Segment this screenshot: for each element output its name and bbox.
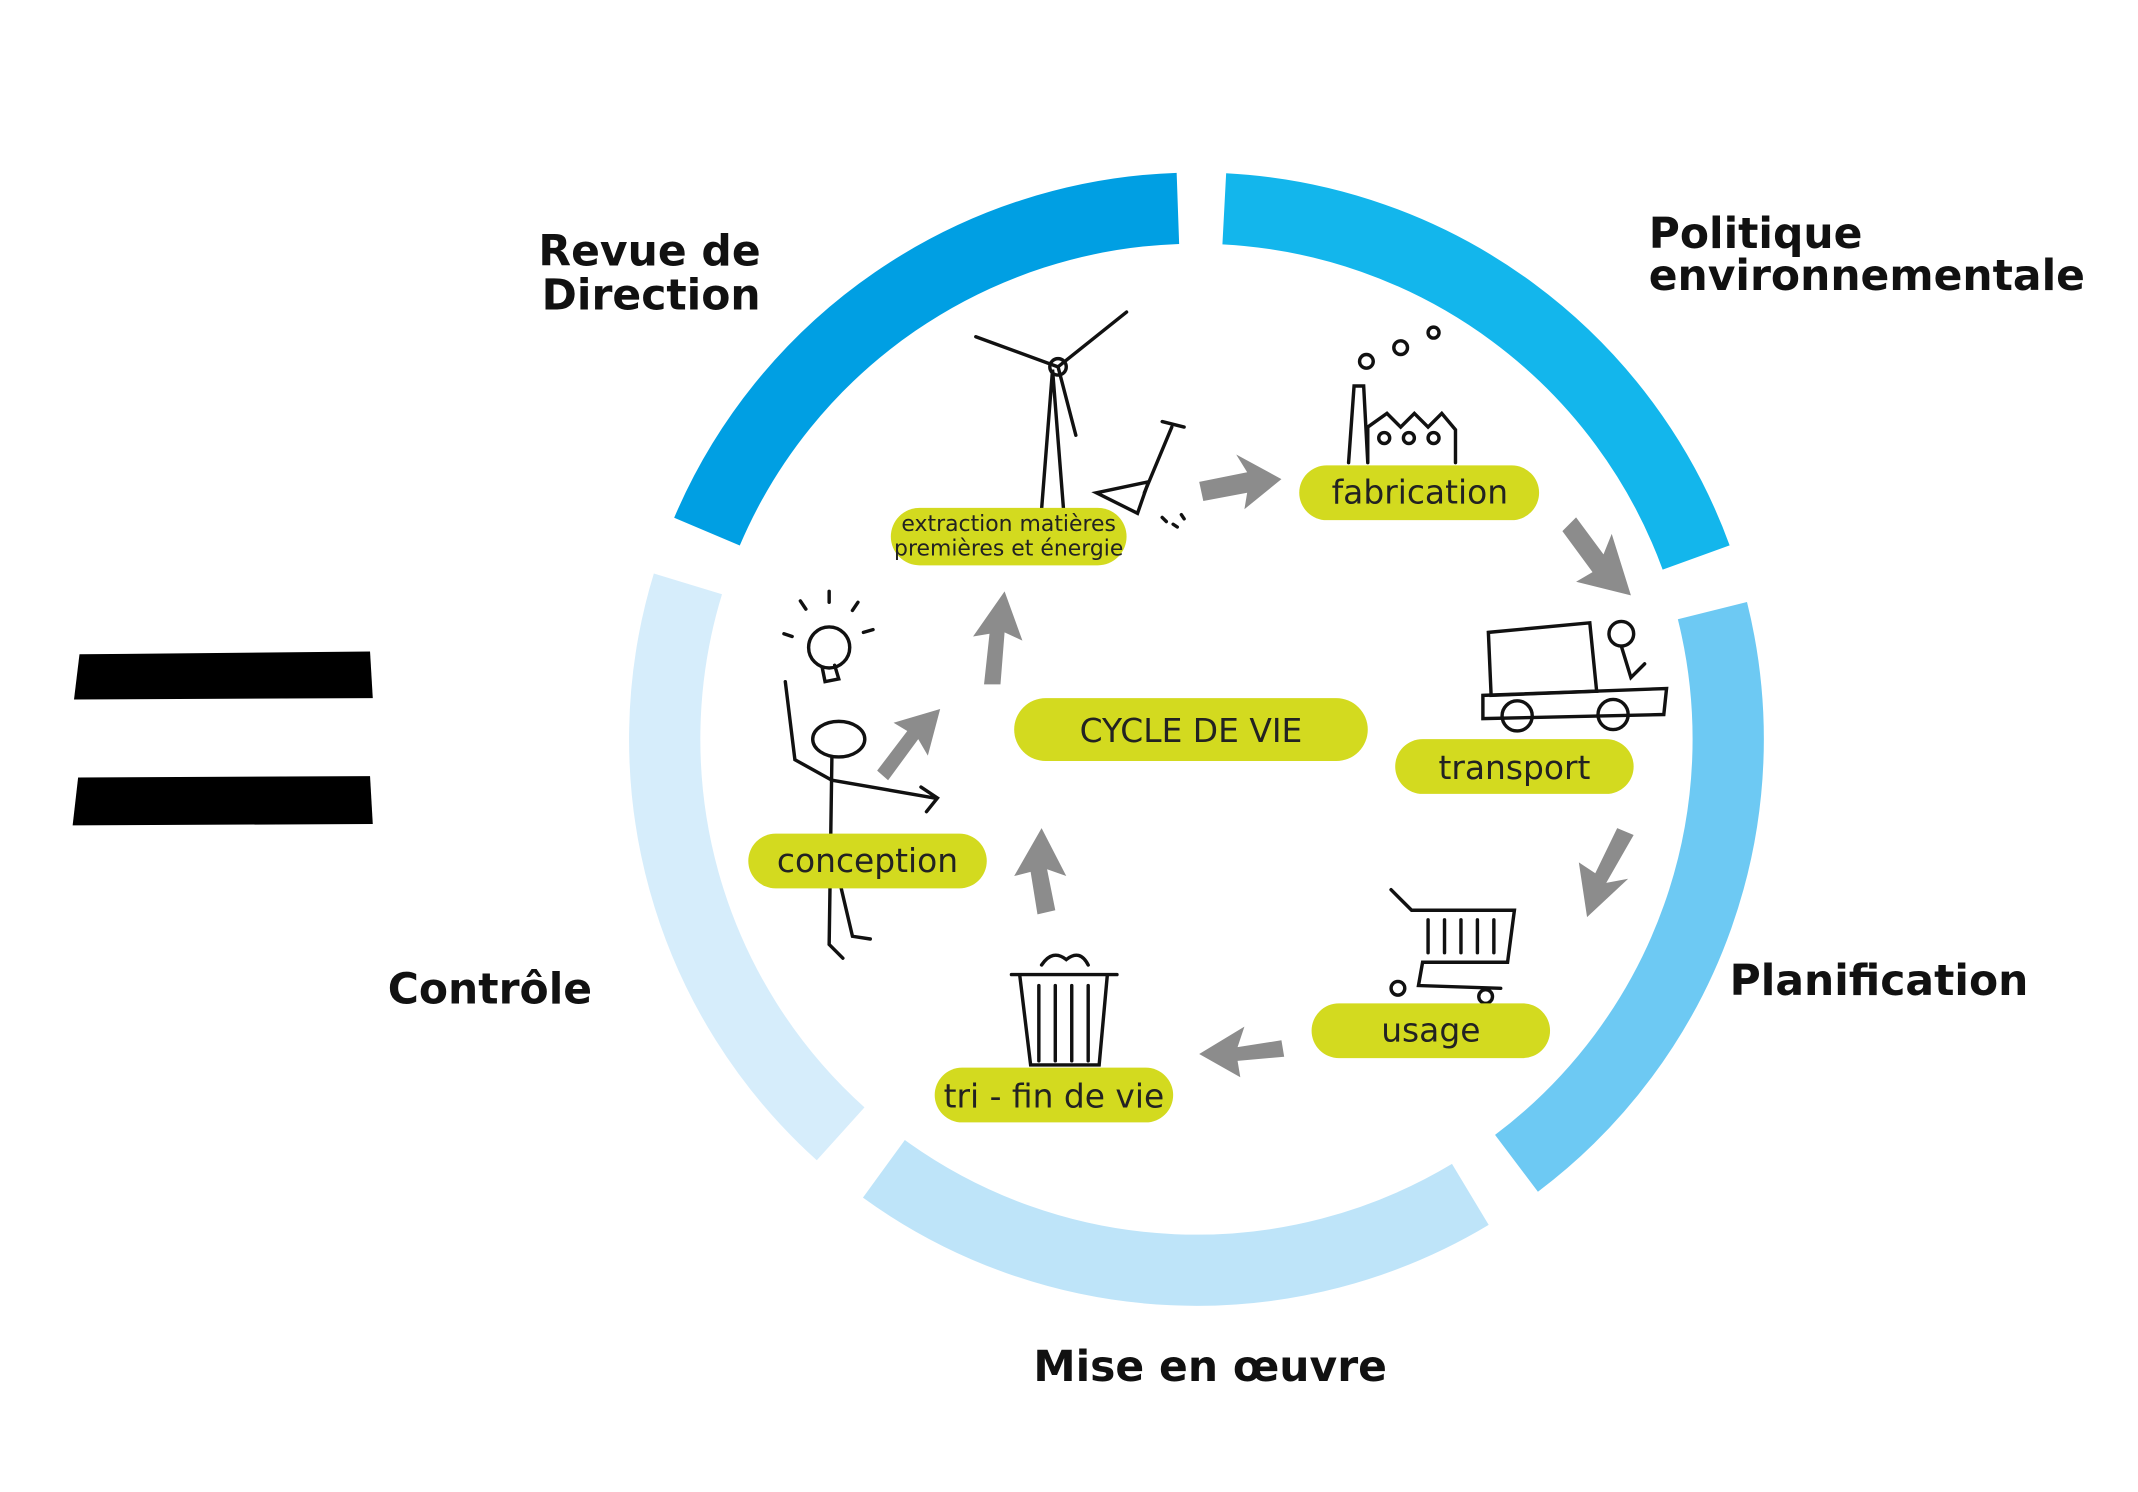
pill-extraction [890, 507, 1127, 566]
shopping-cart-icon [1389, 888, 1517, 1006]
arrow-icon [1578, 828, 1634, 918]
arrow-icon [877, 709, 941, 781]
phase-label-revue: Revue de [538, 228, 760, 277]
arrow-icon [1014, 828, 1067, 915]
shovel-icon [1091, 419, 1186, 529]
ring-segment-controle [629, 573, 865, 1161]
ring-segment-politique [1222, 173, 1730, 570]
ring-segment-mise-en-oeuvre [862, 1140, 1489, 1306]
step-extraction-1: extraction matières [901, 512, 1116, 537]
phase-label-politique: Politique [1649, 210, 1863, 259]
step-transport: transport [1438, 748, 1590, 787]
pill-tri [934, 1067, 1174, 1123]
phase-label-politique-2: environnementale [1649, 252, 2085, 301]
arrow-icon [1199, 454, 1282, 510]
wind-turbine-icon [974, 310, 1129, 511]
pill-fabrication [1299, 465, 1540, 521]
trash-bin-icon [1009, 953, 1119, 1067]
phase-label-planification: Planification [1730, 957, 2029, 1006]
ring-segment-revue [674, 172, 1180, 546]
center-label: CYCLE DE VIE [1080, 711, 1303, 750]
arrow-icon [973, 591, 1023, 685]
step-extraction-2: premières et énergie [894, 537, 1123, 562]
phase-label-revue-2: Direction [542, 271, 761, 320]
pill-cycle-de-vie [1014, 698, 1368, 762]
step-conception: conception [777, 841, 958, 880]
step-usage: usage [1381, 1011, 1480, 1050]
pill-transport [1395, 739, 1634, 794]
step-tri: tri - fin de vie [944, 1076, 1165, 1115]
truck-icon [1481, 619, 1669, 733]
pill-usage [1311, 1003, 1551, 1059]
arrow-icon [1199, 1026, 1285, 1078]
stick-figure-icon [782, 589, 940, 960]
arrow-icon [1562, 517, 1631, 596]
factory-icon [1346, 325, 1458, 465]
step-fabrication: fabrication [1332, 473, 1508, 512]
pill-conception [748, 833, 987, 889]
phase-label-controle: Contrôle [388, 965, 592, 1014]
flow-arrows [877, 454, 1634, 1078]
equals-icon [72, 651, 373, 826]
phase-label-mise-en-oeuvre: Mise en œuvre [1033, 1343, 1387, 1392]
ring-segment-planification [1495, 602, 1764, 1192]
